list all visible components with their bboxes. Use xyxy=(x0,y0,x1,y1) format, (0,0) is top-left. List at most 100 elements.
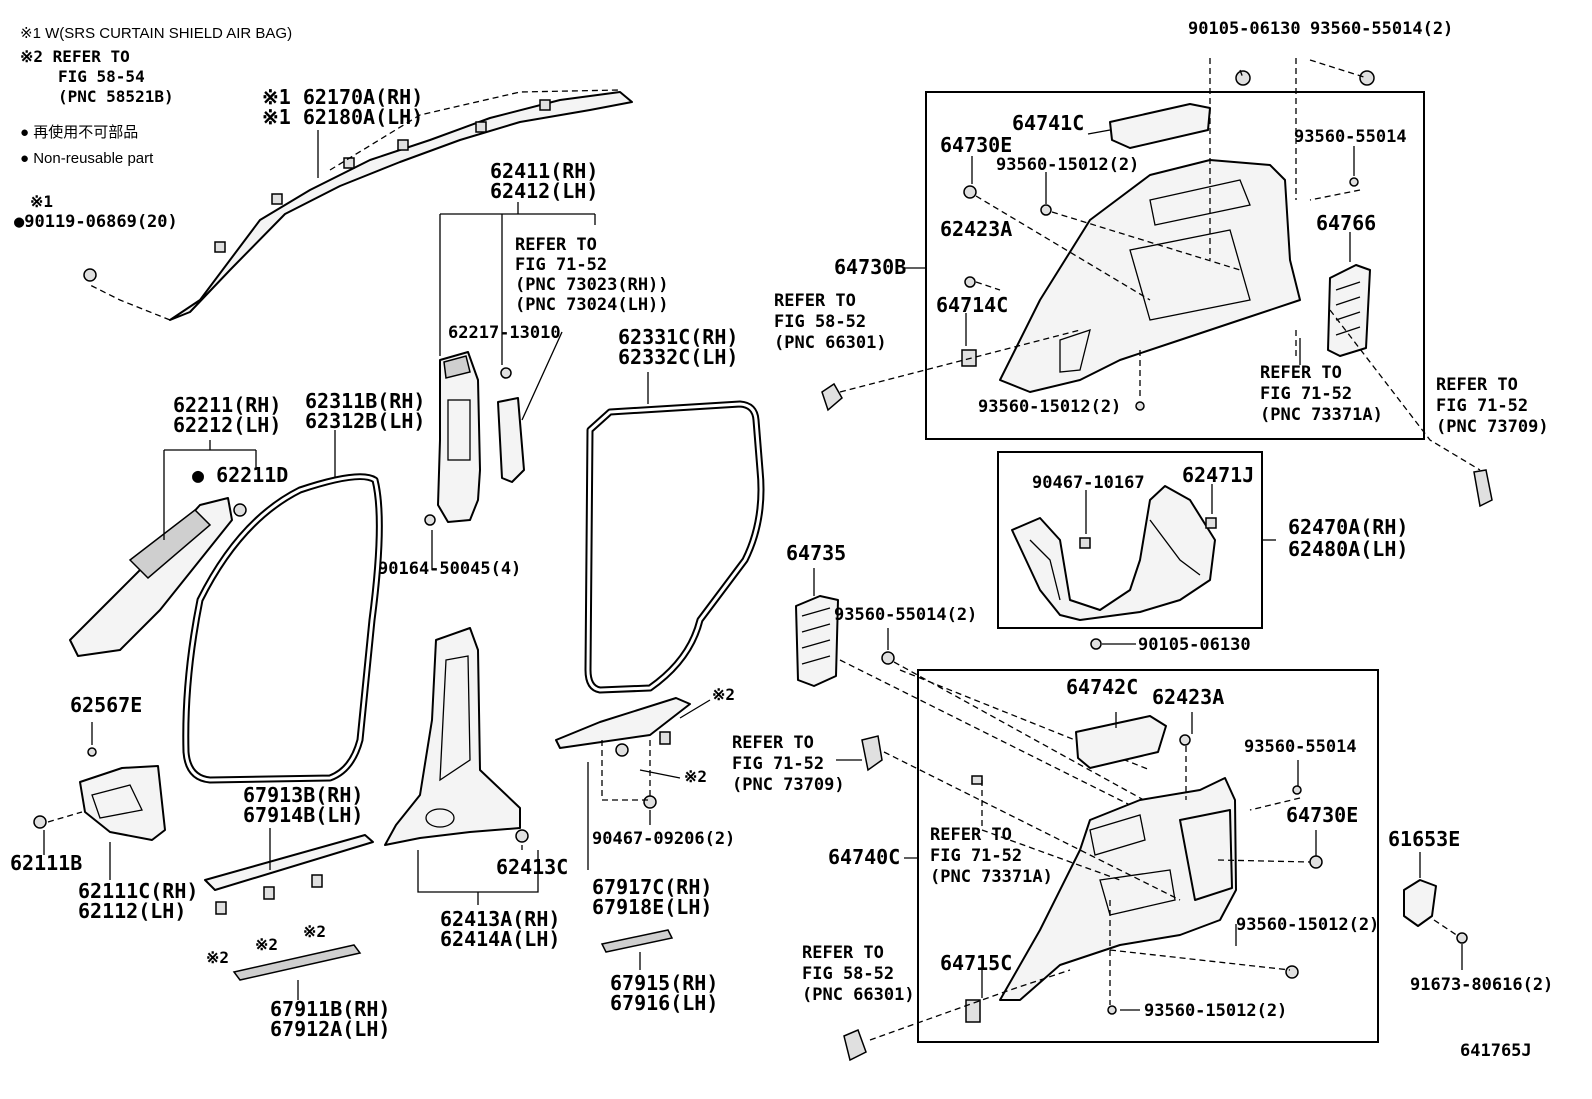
note-fig-58-54: FIG 58-54 xyxy=(58,67,145,86)
tray-64742c xyxy=(1075,715,1167,769)
roof-rail-garnish xyxy=(89,89,633,321)
clip-ref-73709-top xyxy=(1473,469,1493,508)
label-fig-71-52-a: FIG 71-52 xyxy=(515,255,607,275)
front-door-opening-trim xyxy=(182,473,383,784)
rear-scuff-plate-outer xyxy=(600,929,674,953)
clip-90467-10167 xyxy=(1079,537,1091,549)
label-67917c: 67917C(RH) xyxy=(592,875,712,899)
label-90105-06130-top: 90105-06130 xyxy=(1188,19,1301,39)
rail-clip-4 xyxy=(397,139,409,151)
label-64715c: 64715C xyxy=(940,951,1012,975)
label-fig-58-52-g: FIG 58-52 xyxy=(802,964,894,984)
label-62331c: 62331C(RH) xyxy=(618,325,738,349)
label-pnc-73024: (PNC 73024(LH)) xyxy=(515,295,669,315)
label-pnc-73371a-c: (PNC 73371A) xyxy=(1260,405,1383,425)
screw-93560-15012-c xyxy=(1285,965,1299,979)
clip-90467-09206-b xyxy=(643,795,657,809)
label-93560-55014-top: 93560-55014(2) xyxy=(1310,19,1453,39)
label-62480a: 62480A(LH) xyxy=(1288,537,1408,561)
clip-ref-66301-bot xyxy=(843,1028,867,1062)
bracket-61653e xyxy=(1403,879,1468,944)
label-62112: 62112(LH) xyxy=(78,899,186,923)
label-fig-71-52-e: FIG 71-52 xyxy=(732,754,824,774)
front-scuff-plate-inner xyxy=(204,834,374,915)
label-fig-71-52-f: FIG 71-52 xyxy=(930,846,1022,866)
label-pnc-73709-d: (PNC 73709) xyxy=(1436,417,1549,437)
clip-90119-06869 xyxy=(83,268,97,282)
label-62217-13010: 62217-13010 xyxy=(448,323,561,343)
label-93560-15012-c: 93560-15012(2) xyxy=(1236,915,1379,935)
clip-62567e xyxy=(87,747,97,757)
clip-62413c xyxy=(515,829,529,843)
label-64730e-top: 64730E xyxy=(940,133,1012,157)
label-62311b: 62311B(RH) xyxy=(305,389,425,413)
label-67915: 67915(RH) xyxy=(610,971,718,995)
note-non-reusable-jp: ● 再使用不可部品 xyxy=(20,124,138,141)
clip-ref-66301-top xyxy=(821,382,843,412)
label-67911b: 67911B(RH) xyxy=(270,997,390,1021)
clip-64730e-bot xyxy=(1309,855,1323,869)
quarter-pillar-garnish xyxy=(1011,485,1216,621)
clip-64730e-top xyxy=(963,185,977,199)
rail-clip-5 xyxy=(475,121,487,133)
note-refer-to: ※2 REFER TO xyxy=(20,47,130,66)
label-67913b: 67913B(RH) xyxy=(243,783,363,807)
note-non-reusable-en: ● Non-reusable part xyxy=(20,150,154,167)
label-93560-55014-bot: 93560-55014 xyxy=(1244,737,1357,757)
label-62413a: 62413A(RH) xyxy=(440,907,560,931)
cowl-side-trim xyxy=(33,747,166,841)
label-62211: 62211(RH) xyxy=(173,393,281,417)
clip-62423a-top xyxy=(964,276,976,288)
label-fig-58-52-b: FIG 58-52 xyxy=(774,312,866,332)
label-62111b: 62111B xyxy=(10,851,82,875)
screw-93560-55014-right xyxy=(1349,177,1359,187)
tray-64741c xyxy=(1109,103,1211,149)
center-pillar-lower-garnish xyxy=(384,627,529,846)
label-62212: 62212(LH) xyxy=(173,413,281,437)
label-refer-to-a: REFER TO xyxy=(515,235,597,255)
clip-90105-06130-top xyxy=(1235,70,1251,86)
label-64741c: 64741C xyxy=(1012,111,1084,135)
label-64766: 64766 xyxy=(1316,211,1376,235)
rail-clip-6 xyxy=(539,99,551,111)
quarter-trim-lower xyxy=(999,777,1237,1001)
rear-scuff-plate-inner xyxy=(555,697,691,809)
label-pnc-73371a-f: (PNC 73371A) xyxy=(930,867,1053,887)
label-64730b: 64730B xyxy=(834,255,906,279)
label-refer-to-b: REFER TO xyxy=(774,291,856,311)
group-box-64740c xyxy=(917,669,1379,1043)
clip-62211d xyxy=(233,503,247,517)
label-67912a: 67912A(LH) xyxy=(270,1017,390,1041)
label-67918e: 67918E(LH) xyxy=(592,895,712,919)
clip-62217 xyxy=(500,367,512,379)
label-93560-55014-right: 93560-55014 xyxy=(1294,127,1407,147)
panel-64735 xyxy=(795,595,839,687)
label-fig-71-52-d: FIG 71-52 xyxy=(1436,396,1528,416)
label-mark2-e: ※2 xyxy=(684,767,707,786)
label-62332c: 62332C(LH) xyxy=(618,345,738,369)
label-62423a-bot: 62423A xyxy=(1152,685,1224,709)
rear-door-opening-trim xyxy=(584,400,765,694)
label-64735: 64735 xyxy=(786,541,846,565)
clip-62471j xyxy=(1205,517,1217,529)
screw-90164 xyxy=(424,514,436,526)
label-62413c: 62413C xyxy=(496,855,568,879)
label-refer-to-g: REFER TO xyxy=(802,943,884,963)
label-pnc-73023: (PNC 73023(RH)) xyxy=(515,275,669,295)
label-62211d: ● 62211D xyxy=(192,463,288,487)
label-64742c: 64742C xyxy=(1066,675,1138,699)
clip-b xyxy=(263,886,275,900)
label-fig-71-52-c: FIG 71-52 xyxy=(1260,384,1352,404)
clip-90105-06130-mid xyxy=(1090,638,1102,650)
label-90467-10167: 90467-10167 xyxy=(1032,473,1145,493)
clip-64715c xyxy=(965,999,981,1023)
label-62567e: 62567E xyxy=(70,693,142,717)
label-93560-15012-d: 93560-15012(2) xyxy=(1144,1001,1287,1021)
legend-notes: ※1 W(SRS CURTAIN SHIELD AIR BAG) ※2 REFE… xyxy=(20,25,292,167)
clip-ref-73709-bot xyxy=(861,735,883,772)
label-90119-06869: ●90119-06869(20) xyxy=(14,212,178,232)
screw-93560-15012-top xyxy=(1040,204,1052,216)
note-srs-airbag: ※1 W(SRS CURTAIN SHIELD AIR BAG) xyxy=(20,25,292,42)
label-refer-to-e: REFER TO xyxy=(732,733,814,753)
rail-clip-2 xyxy=(271,193,283,205)
